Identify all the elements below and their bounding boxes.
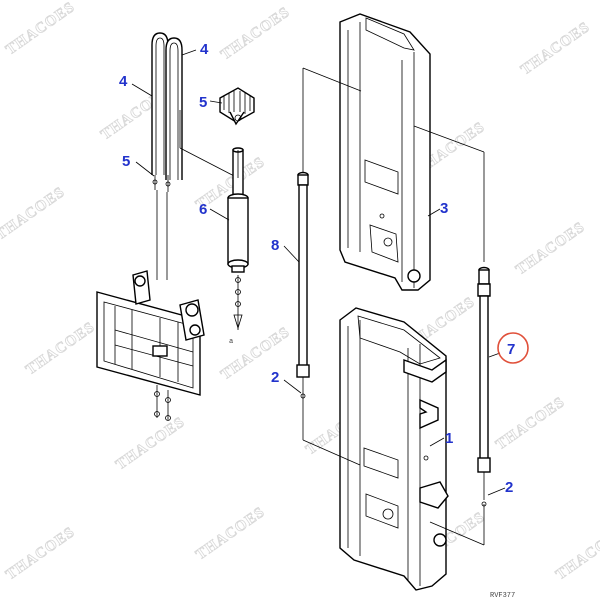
carriage-frame: [96, 270, 205, 396]
watermark: THACOES: [23, 319, 98, 378]
carriage-bolts: [154, 385, 171, 421]
watermark: THACOES: [3, 0, 78, 58]
callout-2: 2: [271, 369, 279, 386]
watermark: THACOES: [218, 4, 293, 63]
callout-5: 5: [199, 94, 207, 111]
callout-8: 8: [271, 237, 279, 254]
watermark: THACOES: [113, 414, 188, 473]
highlight-ring: [497, 332, 529, 364]
watermark: THACOES: [553, 524, 600, 583]
outer-mast: [339, 307, 449, 591]
chain-sheave-assembly: [219, 87, 255, 126]
callout-3: 3: [440, 200, 448, 217]
lift-cylinder-left: [296, 160, 310, 399]
watermark: THACOES: [3, 524, 78, 583]
leader-lines: [131, 49, 506, 496]
callout-4: 4: [200, 41, 209, 58]
watermark: THACOES: [513, 219, 588, 278]
watermark: THACOES: [193, 504, 268, 563]
watermark: THACOES: [218, 324, 293, 383]
drawing-code: RVF377: [490, 592, 515, 600]
callout-6: 6: [199, 201, 207, 218]
callout-5: 5: [122, 153, 130, 170]
lift-cylinder-right: [477, 266, 491, 507]
callout-1: 1: [445, 430, 453, 447]
callouts: 4 4 5 5 6 8 3 2 1 7 2: [119, 41, 515, 496]
chain-anchor-bolts: [152, 110, 181, 192]
assembly-lines: [237, 67, 485, 546]
watermark: THACOES: [0, 184, 68, 243]
chain-guide-lines: [156, 122, 239, 280]
watermark: THACOES: [518, 19, 593, 78]
lift-chain-right: [165, 37, 183, 180]
inner-mast: [339, 13, 431, 291]
watermark: THACOES: [493, 394, 568, 453]
callout-2: 2: [505, 479, 513, 496]
callout-7: 7: [507, 341, 515, 358]
callout-4: 4: [119, 73, 128, 90]
pin-mark: a: [229, 338, 233, 346]
